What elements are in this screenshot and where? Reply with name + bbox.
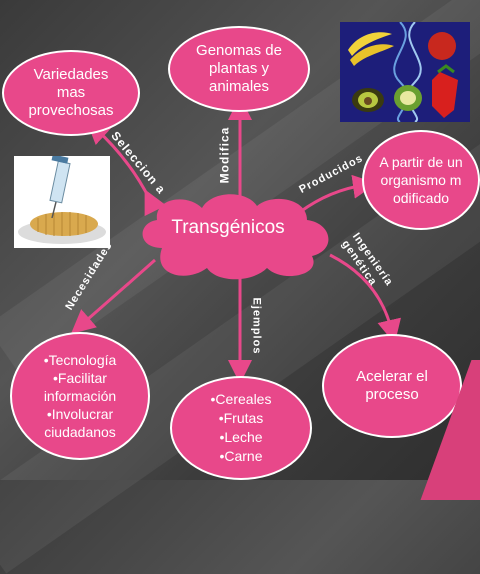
fruits-dna-icon [348,22,458,122]
center-cloud [142,194,329,280]
node-variedades: Variedades mas provechosas [2,50,140,136]
node-ejemplos-line4: •Carne [219,448,263,464]
node-ejemplos-line3: •Leche [219,429,263,445]
node-genomas: Genomas de plantas y animales [168,26,310,112]
node-variedades-text: Variedades mas provechosas [28,66,114,119]
node-ejemplos: •Cereales •Frutas •Leche •Carne [170,376,312,480]
node-ejemplos-line2: •Frutas [218,410,264,426]
corn-syringe-image [14,154,110,248]
node-partir-text: A partir de un organismo modificado [379,154,463,206]
node-tecnologia-line1: •Tecnología [43,352,117,368]
arrow-ingenieria [329,253,401,344]
node-genomas-text: Genomas de plantas y animales [196,42,282,95]
center-label: Transgénicos [171,217,285,238]
label-modifica: Modifica [217,126,232,184]
corn-syringe-icon [18,154,106,244]
node-ejemplos-line1: •Cereales [210,391,272,407]
arrow-necesidades [70,258,156,334]
node-tecnologia: •Tecnología •Facilitar información •Invo… [10,332,150,460]
arrow-seleccion [86,119,167,217]
node-tecnologia-line2: •Facilitar información [43,370,117,404]
node-acelerar-text: Acelerar el proceso [356,368,428,403]
node-acelerar: Acelerar el proceso [322,334,462,438]
node-tecnologia-line3: •Involucrar ciudadanos [44,406,116,440]
node-partir: A partir de un organismo modificado [362,130,480,230]
arrows-layer [70,96,401,384]
arrow-producidos [299,174,377,214]
fruits-dna-image [340,22,470,122]
label-ejemplos: Ejemplos [250,297,263,355]
